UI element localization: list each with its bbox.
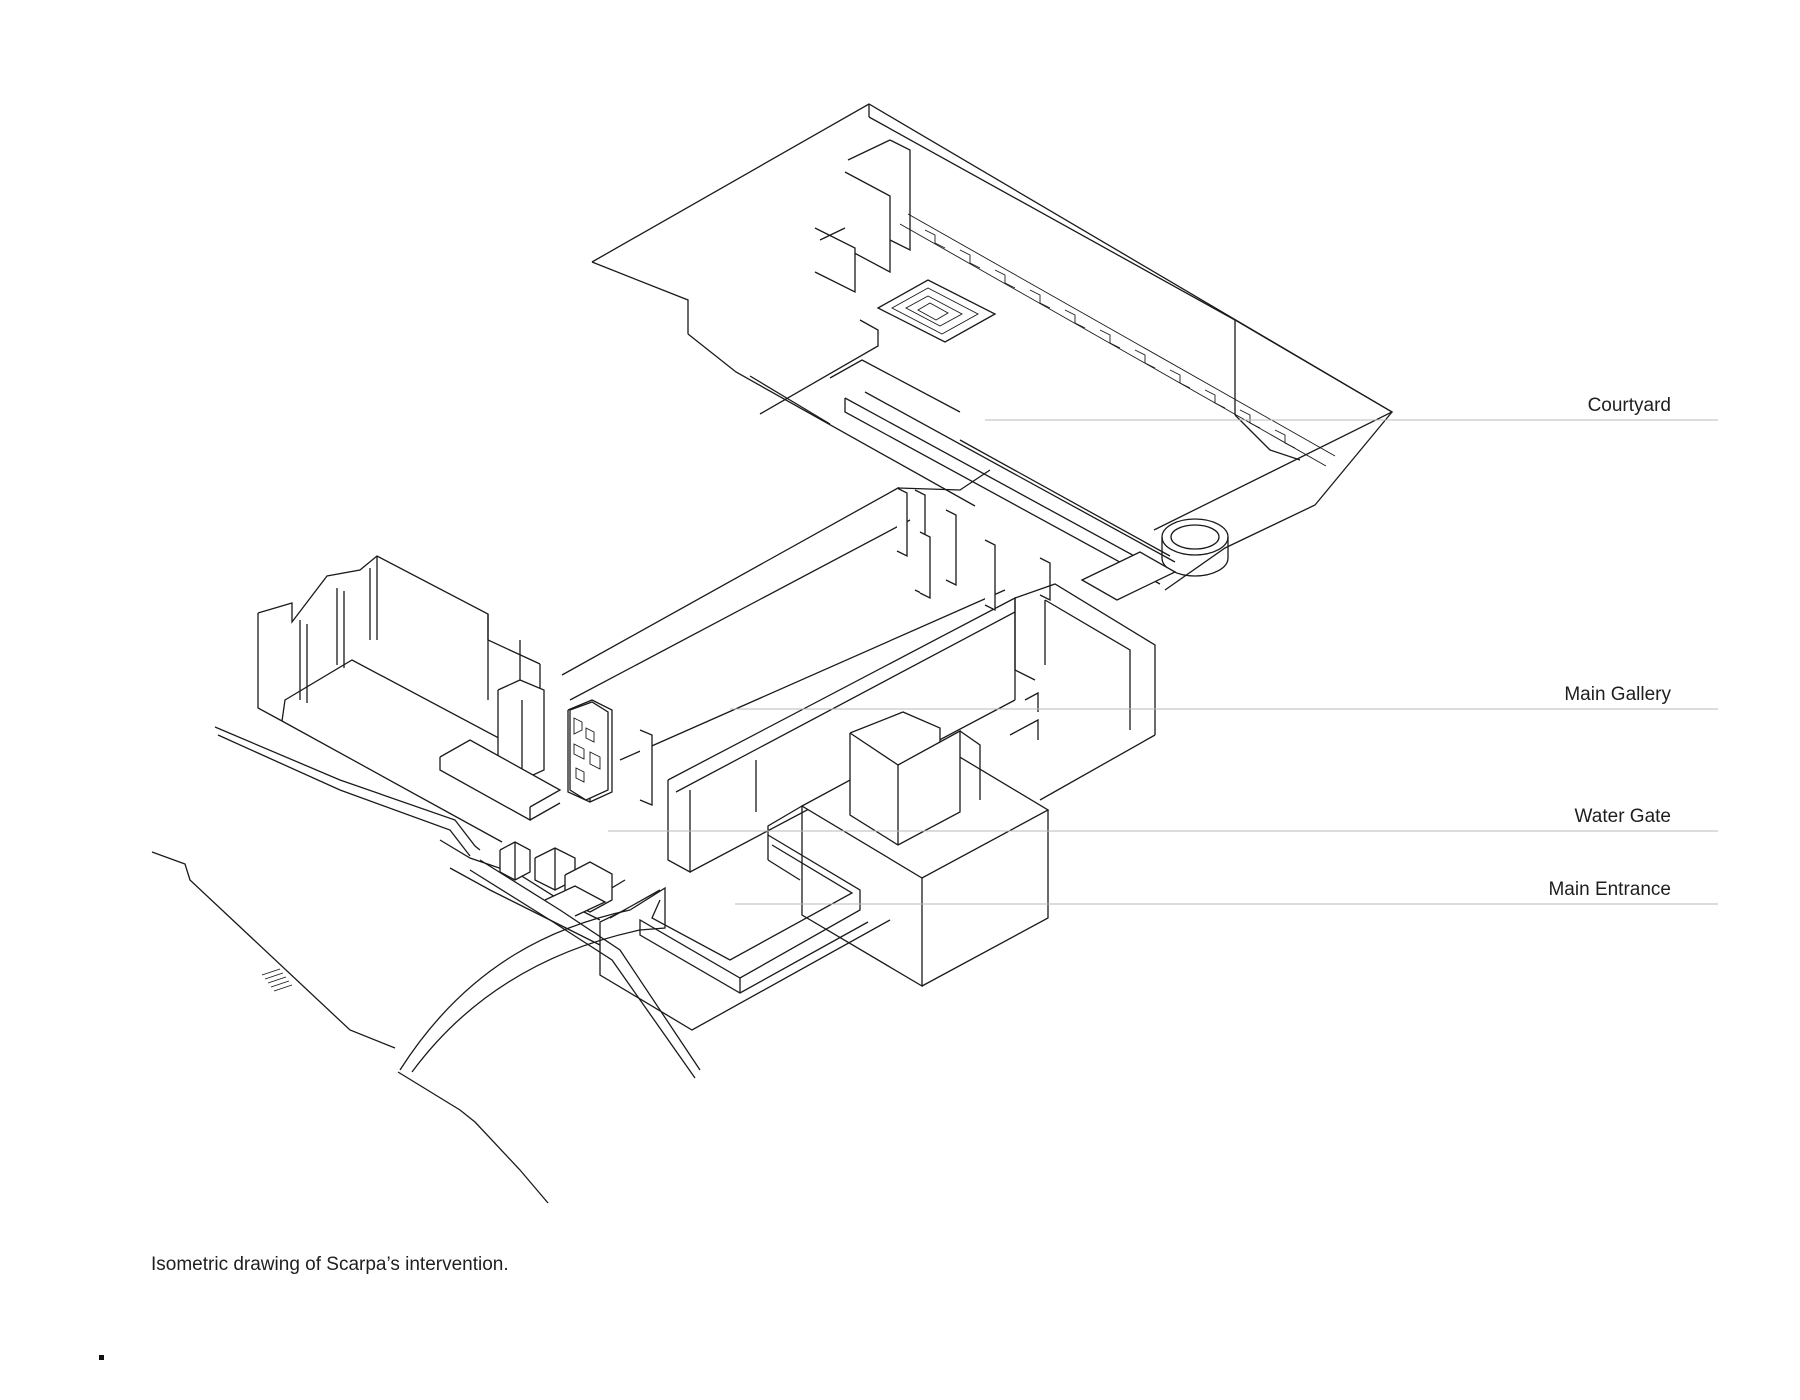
water-gate-label: Water Gate xyxy=(1575,806,1671,827)
main-gallery-block xyxy=(561,469,1156,874)
water-gate-block xyxy=(800,711,1050,988)
gallery-columns xyxy=(896,487,1051,612)
courtyard-label: Courtyard xyxy=(1588,395,1671,416)
main-entrance-block xyxy=(399,805,891,1073)
page-marker xyxy=(99,1355,104,1360)
courtyard-block xyxy=(591,103,1394,601)
small-stair xyxy=(261,968,293,992)
main-entrance-label: Main Entrance xyxy=(1548,879,1671,900)
west-room-block xyxy=(257,555,653,843)
figure-caption: Isometric drawing of Scarpa’s interventi… xyxy=(151,1254,509,1275)
leader-lines xyxy=(608,419,1718,905)
main-gallery-label: Main Gallery xyxy=(1564,684,1671,705)
labels: Courtyard Main Gallery Water Gate Main E… xyxy=(1548,395,1671,900)
waterside-edge xyxy=(151,726,701,1204)
patterned-screen xyxy=(569,701,609,801)
